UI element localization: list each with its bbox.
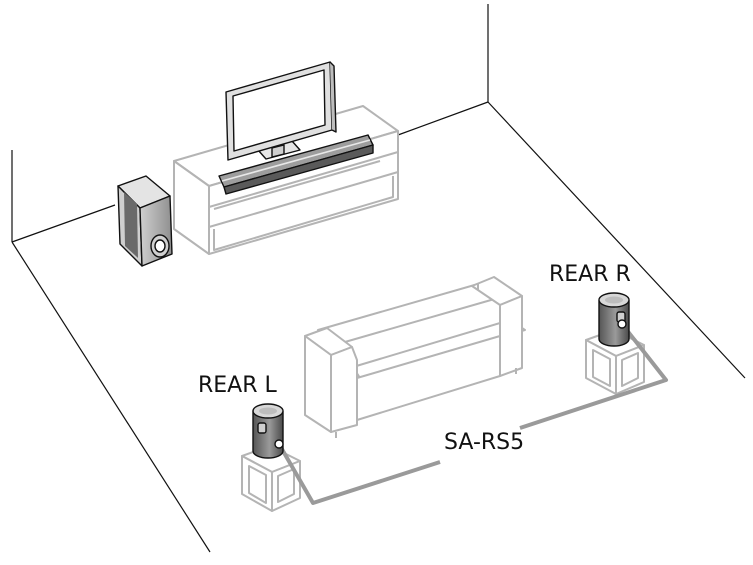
model-label: SA-RS5 [440, 430, 529, 456]
rear-speaker-icon [252, 403, 284, 459]
sofa-icon [304, 276, 526, 438]
room-outline [11, 4, 746, 553]
soundbar-icon [218, 134, 374, 195]
subwoofer-icon [117, 175, 173, 267]
cable-icon [277, 322, 668, 505]
rear-speaker-icon [598, 292, 630, 347]
rear-left-label: REAR L [194, 373, 281, 399]
speaker-stand-icon [241, 445, 301, 512]
rear-right-label: REAR R [545, 262, 635, 288]
tv-icon [225, 61, 337, 161]
